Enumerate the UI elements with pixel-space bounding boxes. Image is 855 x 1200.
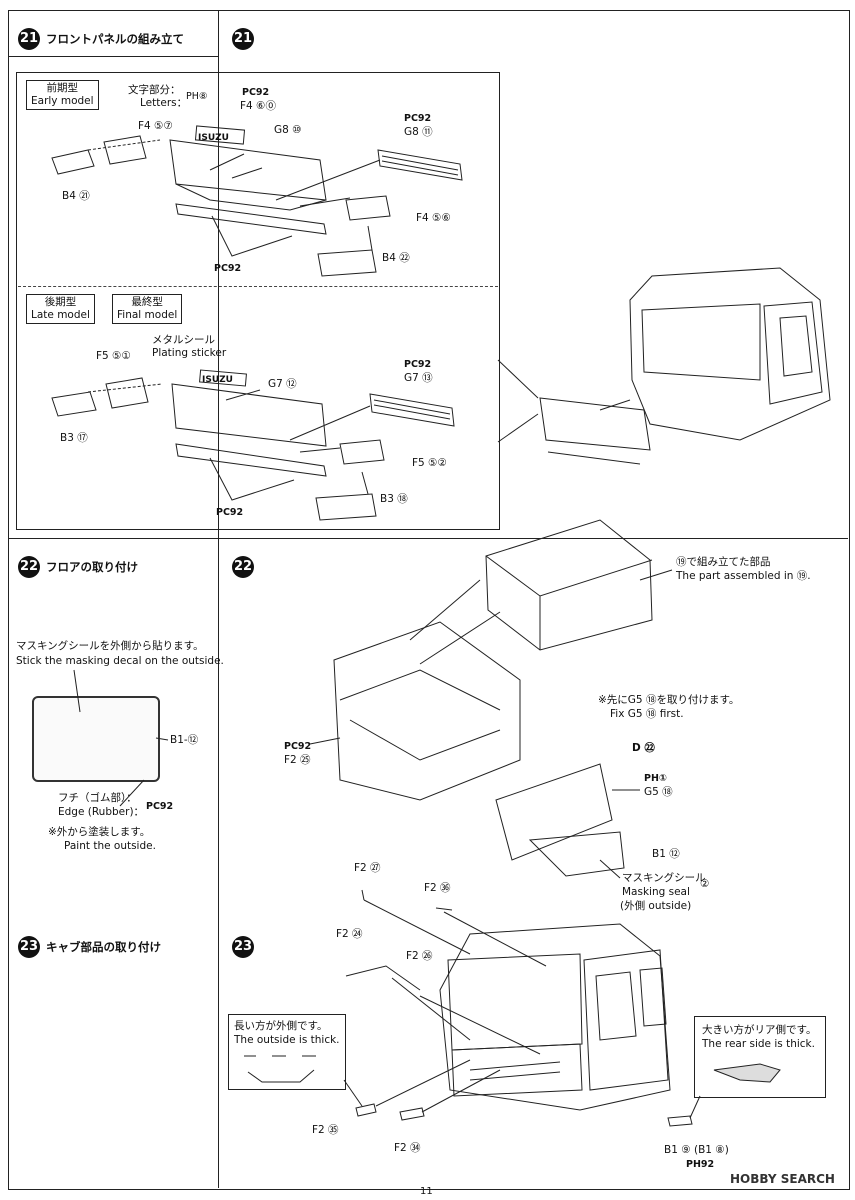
early-pc92-top: PC92 <box>242 87 270 98</box>
ph92-label: PH92 <box>686 1159 715 1170</box>
f2-34-label: F2 ㉞ <box>394 1142 421 1154</box>
assembled-part-en: The part assembled in ⑲. <box>676 570 811 582</box>
late-f5-52: F5 ⑤② <box>412 457 447 469</box>
early-model-tag: 前期型 Early model <box>26 80 99 110</box>
long-side-en: The outside is thick. <box>234 1034 340 1046</box>
fix-note-en: Fix G5 ⑱ first. <box>610 708 684 720</box>
long-side-jp: 長い方が外側です。 <box>234 1020 328 1032</box>
section-divider <box>8 538 848 539</box>
big-side-en: The rear side is thick. <box>702 1038 815 1050</box>
letters-label-en: Letters： <box>140 97 188 109</box>
final-model-tag: 最終型 Final model <box>112 294 183 324</box>
f2-24-label: F2 ㉔ <box>336 928 363 940</box>
early-pc92-right: PC92 <box>404 113 432 124</box>
late-f5-51: F5 ⑤① <box>96 350 131 362</box>
late-model-tag: 後期型 Late model <box>26 294 95 324</box>
page-number: 11 <box>420 1186 433 1197</box>
dashed-divider <box>18 286 498 287</box>
plating-sticker-en: Plating sticker <box>152 347 227 359</box>
step21-heading: 21 フロントパネルの組み立て <box>18 28 184 50</box>
step21-title: フロントパネルの組み立て <box>46 32 184 46</box>
note-box-rear <box>694 1016 826 1098</box>
edge-label-en: Edge (Rubber)： <box>58 806 145 818</box>
column-divider <box>218 10 219 538</box>
step21-number: 21 <box>18 28 40 50</box>
edge-label-jp: フチ（ゴム部）： <box>58 792 137 804</box>
early-b4-21: B4 ㉑ <box>62 190 90 202</box>
early-f4-56: F4 ⑤⑥ <box>416 212 451 224</box>
early-f4-60: F4 ⑥⓪ <box>240 100 276 112</box>
step23-number: 23 <box>18 936 40 958</box>
step22-heading: 22 フロアの取り付け <box>18 556 138 578</box>
d22-label: D ㉒ <box>632 742 655 754</box>
masking-seal-en: Masking seal <box>622 886 690 898</box>
letters-paint: PH⑧ <box>186 91 208 102</box>
step22-title: フロアの取り付け <box>46 560 138 574</box>
early-f4-57: F4 ⑤⑦ <box>138 120 173 132</box>
early-g8-11: G8 ⑪ <box>404 126 433 138</box>
paint-note-jp: ※外から塗装します。 <box>48 826 151 838</box>
late-g7-12: G7 ⑫ <box>268 378 297 390</box>
paint-note-en: Paint the outside. <box>64 840 156 852</box>
step22-f2-25: F2 ㉕ <box>284 754 311 766</box>
late-g7-13: G7 ⑬ <box>404 372 433 384</box>
g5-18-label: G5 ⑱ <box>644 786 673 798</box>
big-side-jp: 大きい方がリア側です。 <box>702 1024 817 1036</box>
masking-seal-ref: ② <box>700 878 710 890</box>
page-frame <box>8 10 850 1190</box>
early-g8-10: G8 ⑩ <box>274 124 302 136</box>
title-underline <box>8 56 218 57</box>
mask-instruction-en: Stick the masking decal on the outside. <box>16 655 224 667</box>
b1-12-label: B1-⑫ <box>170 734 199 746</box>
step23-number-right: 23 <box>232 936 254 958</box>
ph1-label: PH① <box>644 773 667 784</box>
assembled-part-jp: ⑲で組み立てた部品 <box>676 556 771 568</box>
step21-number-right: 21 <box>232 28 254 50</box>
plating-sticker-jp: メタルシール <box>152 334 215 346</box>
step22-number: 22 <box>18 556 40 578</box>
step22-number-right: 22 <box>232 556 254 578</box>
masking-decal-panel <box>32 696 160 782</box>
step23-title: キャブ部品の取り付け <box>46 940 161 954</box>
b1-9-label: B1 ⑨ (B1 ⑧) <box>664 1144 729 1156</box>
b1-12b-label: B1 ⑫ <box>652 848 680 860</box>
step21-detail-box <box>16 72 500 530</box>
step22-pc92: PC92 <box>284 741 312 752</box>
note-box-outside <box>228 1014 346 1090</box>
step23-heading: 23 キャブ部品の取り付け <box>18 936 161 958</box>
f2-37-label: F2 ㉗ <box>354 862 381 874</box>
edge-paint: PC92 <box>146 801 174 812</box>
early-pc92-bottom: PC92 <box>214 263 242 274</box>
f2-35-label: F2 ㉟ <box>312 1124 339 1136</box>
early-b4-22: B4 ㉒ <box>382 252 410 264</box>
mask-instruction-jp: マスキングシールを外側から貼ります。 <box>16 640 204 652</box>
f2-36-label: F2 ㊱ <box>424 882 451 894</box>
late-pc92-right: PC92 <box>404 359 432 370</box>
f2-26-label: F2 ㉖ <box>406 950 433 962</box>
letters-label-jp: 文字部分： <box>128 84 181 96</box>
hobby-search-watermark: HOBBY SEARCH <box>730 1172 835 1186</box>
late-b3-17: B3 ⑰ <box>60 432 88 444</box>
column-divider-lower <box>218 538 219 1188</box>
masking-seal-jp: マスキングシール <box>622 872 706 884</box>
fix-note-jp: ※先にG5 ⑱を取り付けます。 <box>598 694 740 706</box>
late-pc92-bottom: PC92 <box>216 507 244 518</box>
late-b3-18: B3 ⑱ <box>380 493 408 505</box>
masking-seal-outside: (外側 outside) <box>620 900 692 912</box>
